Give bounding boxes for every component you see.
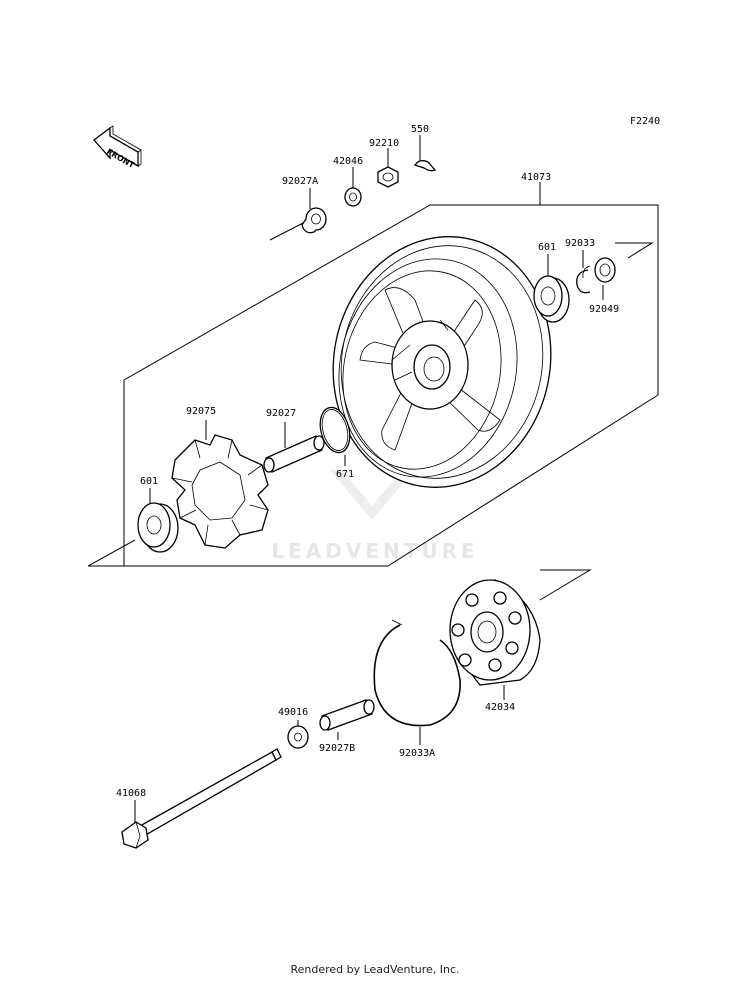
label-92027A: 92027A bbox=[282, 176, 318, 187]
label-92049: 92049 bbox=[589, 304, 619, 315]
label-42046: 42046 bbox=[333, 156, 363, 167]
label-92027B: 92027B bbox=[319, 743, 355, 754]
wheel-assembly-box bbox=[87, 204, 659, 601]
watermark-logo: LEADVENTURE bbox=[271, 437, 478, 563]
label-671: 671 bbox=[336, 469, 354, 480]
label-92075: 92075 bbox=[186, 406, 216, 417]
cotter-pin-550 bbox=[413, 159, 437, 172]
washer-42046 bbox=[344, 187, 362, 207]
front-arrow-icon: FRONT bbox=[93, 125, 142, 170]
bearing-601-top bbox=[533, 275, 570, 323]
wheel-rim bbox=[332, 236, 552, 488]
label-601-left: 601 bbox=[140, 476, 158, 487]
bearing-601-left bbox=[137, 502, 179, 553]
label-49016: 49016 bbox=[278, 707, 308, 718]
circlip-92033 bbox=[576, 265, 591, 294]
o-ring-671 bbox=[319, 406, 351, 454]
sprocket-coupling-42034 bbox=[449, 579, 541, 686]
label-550: 550 bbox=[411, 124, 429, 135]
washer-49016 bbox=[287, 725, 309, 749]
axle-41068 bbox=[121, 748, 282, 849]
diagram-code: F2240 bbox=[630, 116, 660, 127]
collar-92027 bbox=[263, 435, 325, 473]
axle-nut-92210 bbox=[377, 166, 399, 188]
label-41068: 41068 bbox=[116, 788, 146, 799]
label-92027: 92027 bbox=[266, 408, 296, 419]
watermark-text: LEADVENTURE bbox=[271, 539, 478, 563]
collar-92027A bbox=[301, 207, 327, 234]
damper-92075 bbox=[171, 434, 269, 549]
seal-92049 bbox=[594, 257, 616, 283]
leader-lines bbox=[134, 135, 604, 822]
circlip-92033A bbox=[373, 619, 461, 727]
label-92033: 92033 bbox=[565, 238, 595, 249]
footer-credit: Rendered by LeadVenture, Inc. bbox=[290, 963, 460, 976]
collar-92027B bbox=[319, 699, 375, 731]
label-42034: 42034 bbox=[485, 702, 515, 713]
label-41073: 41073 bbox=[521, 172, 551, 183]
label-92033A: 92033A bbox=[399, 748, 435, 759]
label-601-top: 601 bbox=[538, 242, 556, 253]
label-92210: 92210 bbox=[369, 138, 399, 149]
